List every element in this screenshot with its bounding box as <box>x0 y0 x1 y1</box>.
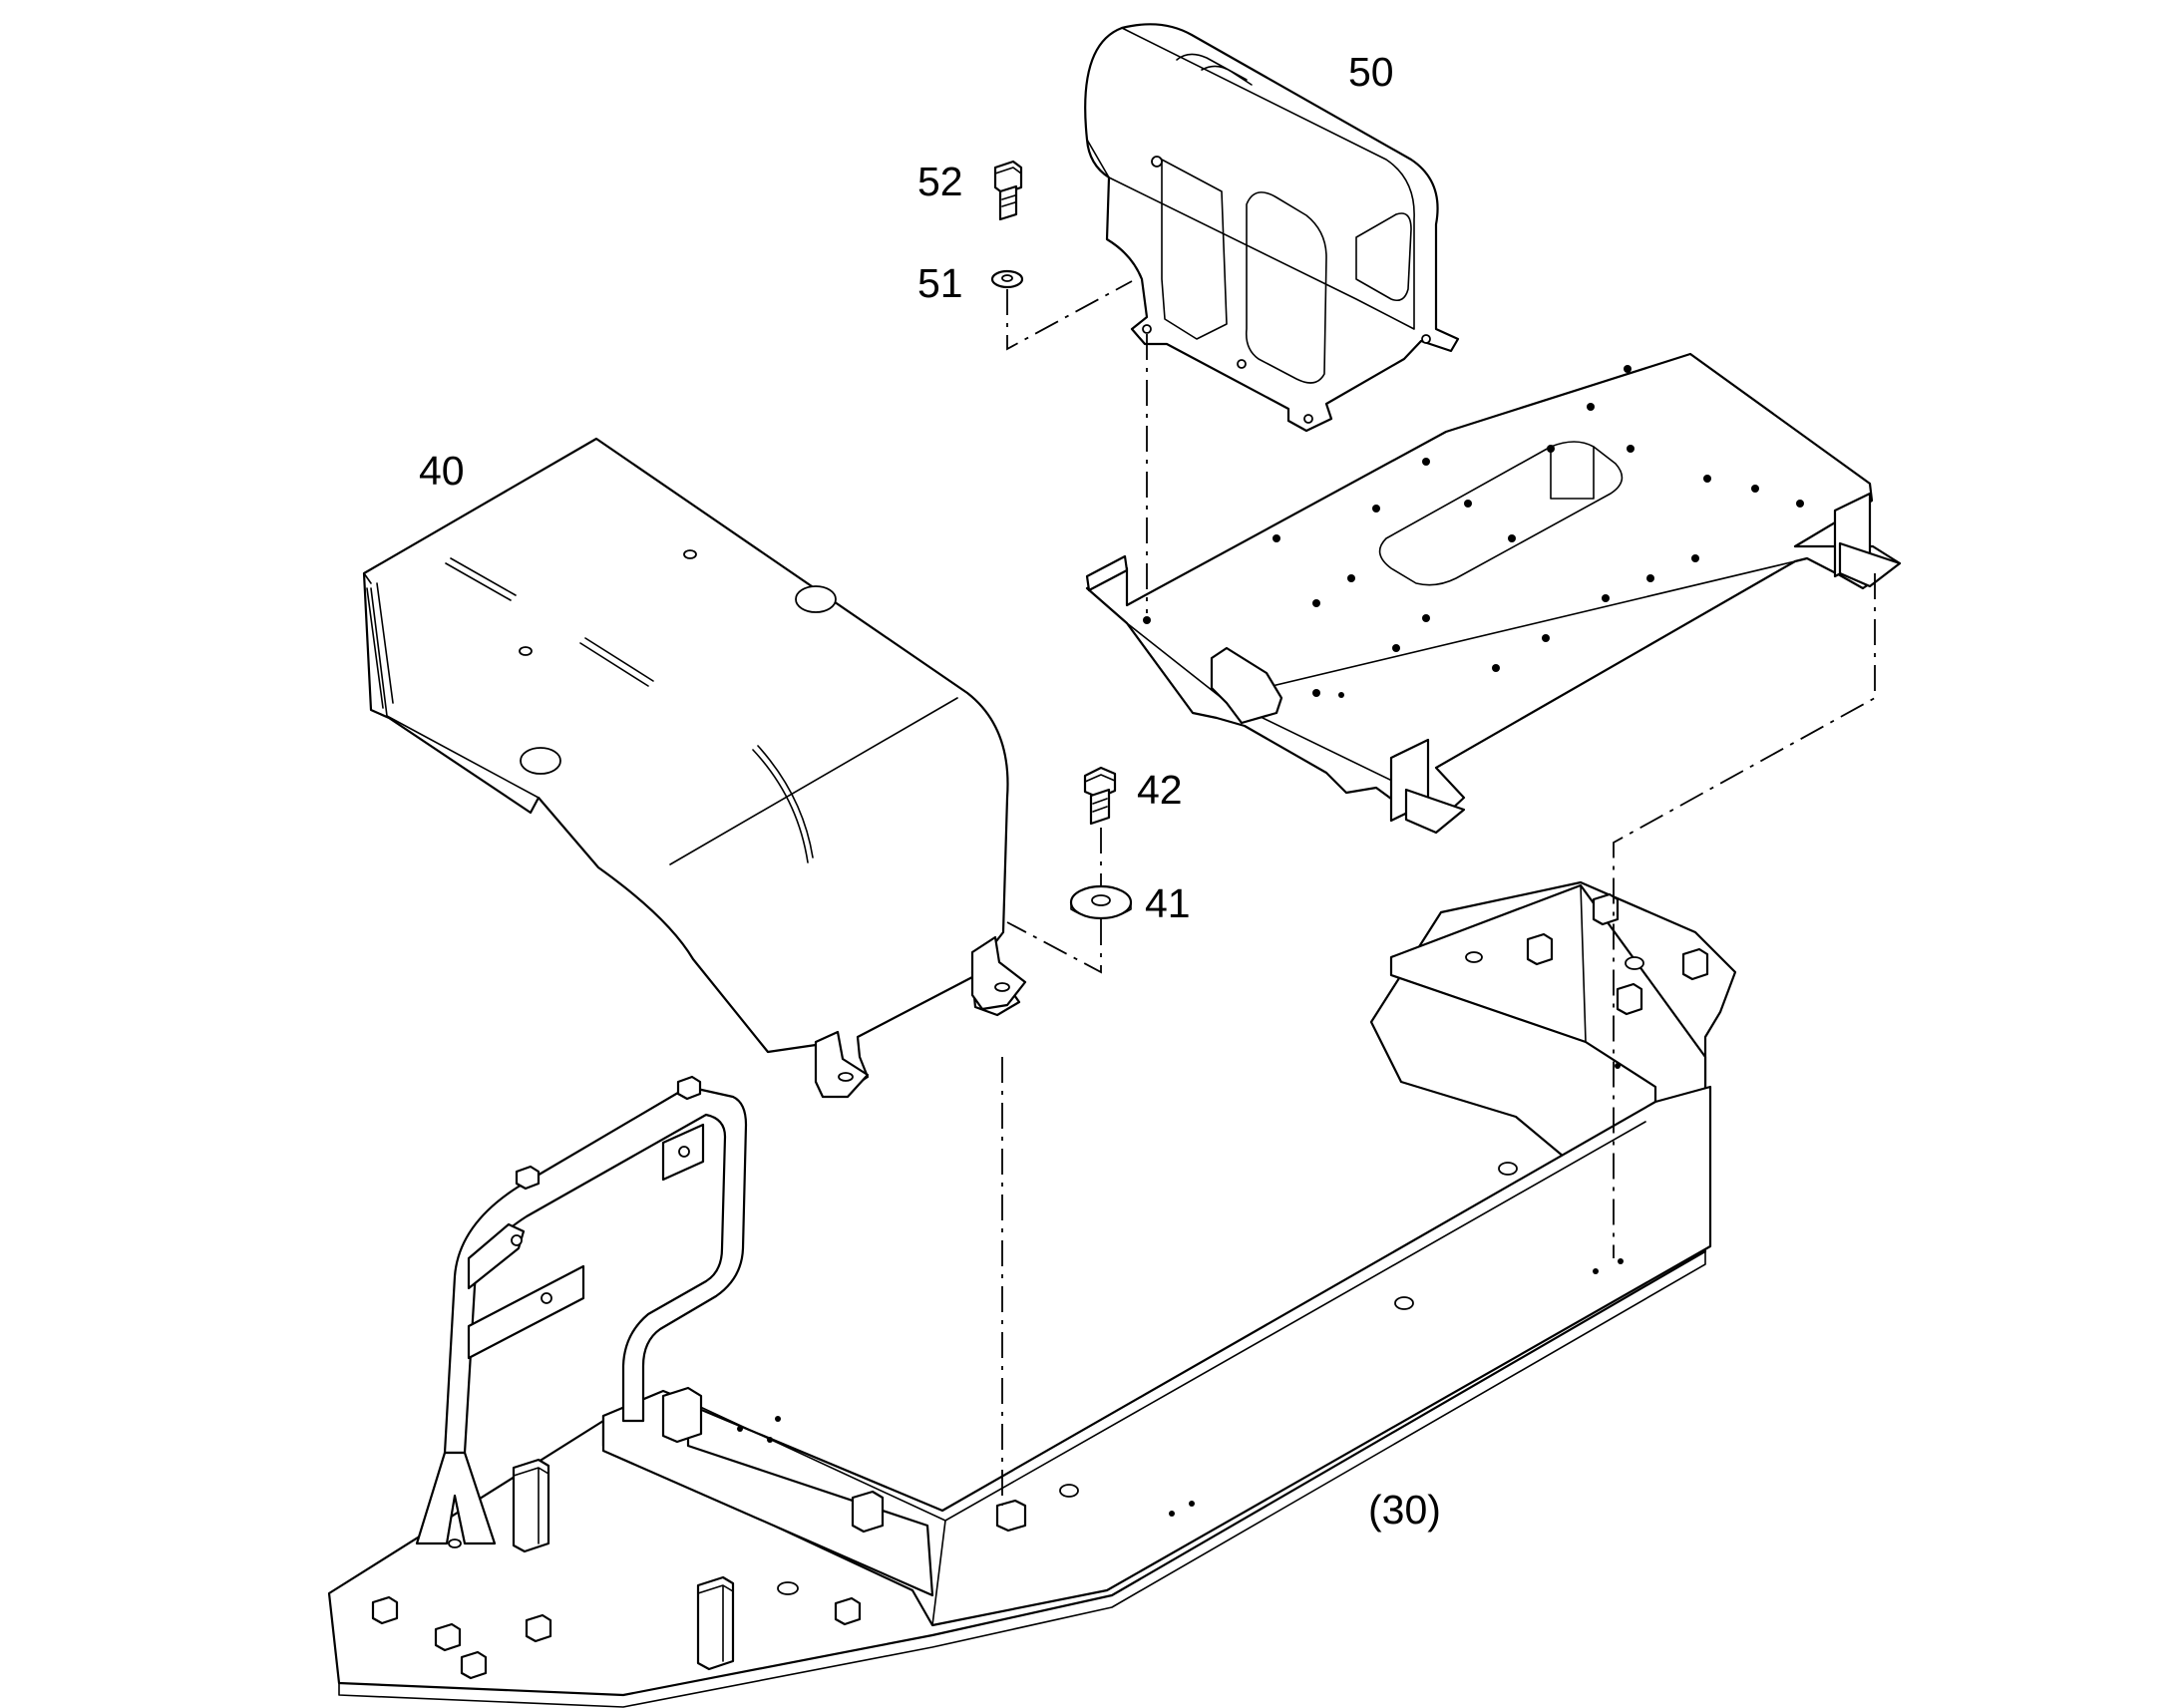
plate-lower-bracket <box>1210 646 1283 725</box>
washer-51 <box>990 269 1024 289</box>
mounting-plate-opening <box>1378 441 1624 586</box>
cover-side-seam <box>366 582 394 709</box>
cover-slot-1 <box>445 557 517 601</box>
cover-hole-small-1 <box>683 549 697 559</box>
cover-slot-3 <box>752 745 814 863</box>
cover-edge <box>363 572 958 865</box>
bracket-50 <box>1084 23 1460 433</box>
base-plate-edge <box>338 1250 1706 1708</box>
raised-rail-right-inner <box>1390 884 1656 1088</box>
screw-52 <box>993 160 1023 221</box>
bracket-window-center <box>1245 191 1327 384</box>
base-frame-30 <box>327 880 1737 1708</box>
plate-front-lip <box>1085 554 1129 592</box>
mounting-plate-holes <box>1143 365 1804 698</box>
plate-holes <box>737 951 1644 1595</box>
cover-40 <box>362 437 1027 1099</box>
label-part-51: 51 <box>917 260 963 306</box>
plate-tab-right-lower <box>1838 541 1902 588</box>
bracket-window-right <box>1355 212 1412 302</box>
handle-bar <box>415 1075 748 1548</box>
mounting-plate-body <box>1085 352 1902 812</box>
handle-bracket <box>467 1264 585 1360</box>
bracket-body <box>1084 23 1460 433</box>
part-labels: 50 52 51 40 42 41 (30) <box>419 49 1441 1533</box>
cover-hole-large-1 <box>795 585 837 613</box>
label-part-52: 52 <box>917 159 963 204</box>
cover-tab-left <box>814 1030 870 1099</box>
cover-hole-small-2 <box>519 646 533 656</box>
handle-cap-1 <box>676 1075 702 1101</box>
leader-lines <box>1001 280 1876 1506</box>
handle-cap-2 <box>515 1165 541 1191</box>
handle-tube <box>443 1085 748 1455</box>
plate-blocks <box>371 892 1709 1680</box>
cover-slot-2 <box>579 637 654 687</box>
mounting-plate <box>1085 352 1902 835</box>
cover-tab-right <box>970 935 1027 1011</box>
label-part-40: 40 <box>419 448 465 494</box>
left-beam <box>601 1389 934 1597</box>
label-part-41: 41 <box>1145 880 1191 926</box>
bracket-top-slots <box>1176 53 1253 86</box>
handle-brace <box>467 1222 526 1290</box>
bolt-42 <box>1083 766 1117 826</box>
cover-body <box>362 437 1021 1099</box>
washer-41 <box>1069 884 1133 920</box>
label-part-50: 50 <box>1348 49 1394 95</box>
mounting-plate-opening-depth <box>1550 446 1595 500</box>
plate-tab-left-lower <box>1404 788 1466 835</box>
bracket-top-edge <box>1086 27 1415 330</box>
handle-foot <box>415 1451 497 1545</box>
label-part-30: (30) <box>1368 1487 1441 1533</box>
bracket-window-left <box>1161 159 1228 340</box>
cover-hole-large-2 <box>520 747 561 775</box>
label-part-42: 42 <box>1137 767 1183 813</box>
